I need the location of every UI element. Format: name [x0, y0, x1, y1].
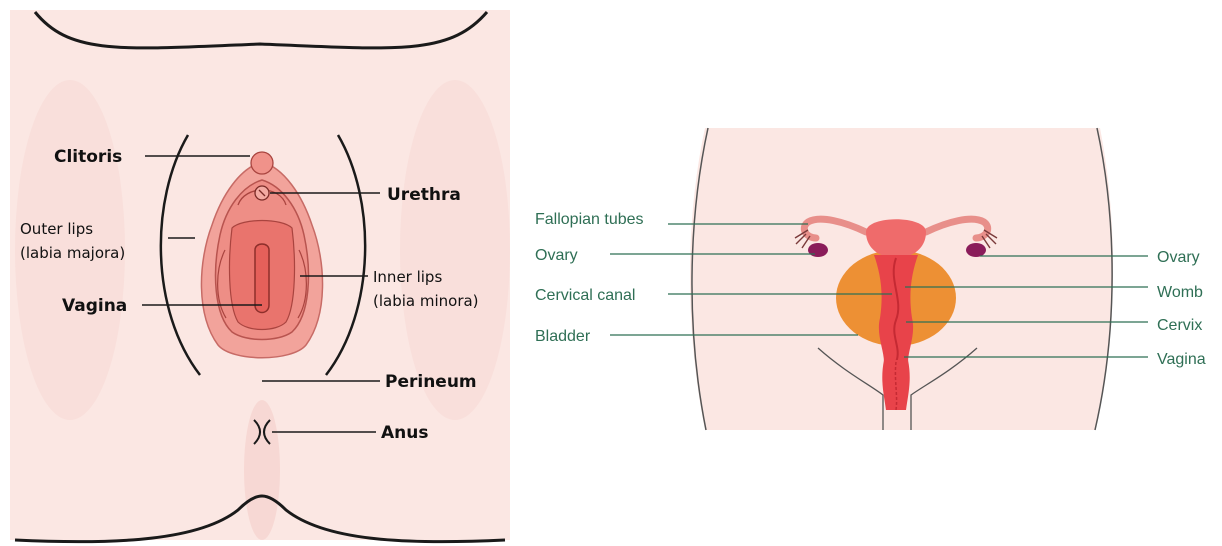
- label-cervix: Cervix: [1157, 317, 1202, 334]
- label-fallopian-tubes: Fallopian tubes: [535, 211, 644, 228]
- label-clitoris: Clitoris: [54, 147, 122, 167]
- thigh-shading-right: [400, 80, 510, 420]
- label-ovary-right: Ovary: [1157, 249, 1200, 266]
- label-urethra: Urethra: [387, 185, 461, 205]
- label-inner-lips-2: (labia minora): [373, 292, 479, 310]
- label-vagina-internal: Vagina: [1157, 351, 1206, 368]
- ovary-left-shape: [808, 243, 828, 257]
- label-vagina-external: Vagina: [62, 296, 127, 316]
- label-womb: Womb: [1157, 284, 1203, 301]
- label-perineum: Perineum: [385, 372, 477, 392]
- label-bladder: Bladder: [535, 328, 591, 345]
- label-ovary-left: Ovary: [535, 247, 578, 264]
- internal-anatomy-diagram: Fallopian tubes Ovary Cervical canal Bla…: [535, 128, 1206, 430]
- label-outer-lips-1: Outer lips: [20, 220, 93, 238]
- vaginal-opening: [255, 244, 269, 313]
- label-outer-lips-2: (labia majora): [20, 244, 125, 262]
- buttock-cleft-shading: [244, 400, 280, 540]
- clitoris-shape: [251, 152, 273, 174]
- external-anatomy-diagram: Clitoris Urethra Outer lips (labia major…: [10, 10, 510, 542]
- label-anus: Anus: [381, 423, 428, 443]
- label-inner-lips-1: Inner lips: [373, 268, 442, 286]
- label-cervical-canal: Cervical canal: [535, 287, 635, 304]
- ovary-right-shape: [966, 243, 986, 257]
